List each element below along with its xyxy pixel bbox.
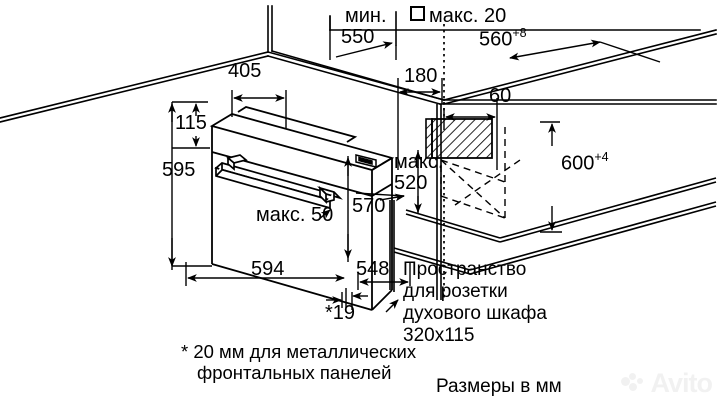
- dim-max-20: макс. 20: [410, 6, 506, 26]
- hidden-edges-dashed: [440, 122, 521, 219]
- socket-space-hatched-area: [425, 118, 493, 159]
- dim-560: 560+8: [479, 26, 527, 51]
- footnote-line-1: * 20 мм для металлических: [181, 341, 417, 362]
- avito-watermark-text: Avito: [650, 368, 713, 398]
- footnote-line-2: фронтальных панелей: [197, 362, 392, 384]
- avito-watermark: Avito: [620, 368, 713, 399]
- dim-600-tolerance: +4: [594, 150, 609, 164]
- avito-logo-icon: [620, 372, 647, 395]
- dim-560-tolerance: +8: [512, 26, 527, 40]
- oven-door-handle: [214, 154, 343, 210]
- dim-max-label: макс.: [394, 151, 444, 173]
- socket-note-line-2: для розетки: [403, 281, 508, 303]
- socket-note-line-3: духового шкафа: [403, 303, 547, 325]
- niche-structure: [389, 104, 717, 300]
- dim-max-50: макс. 50: [256, 204, 334, 226]
- dim-594: 594: [251, 258, 285, 280]
- socket-note-line-1: Пространство: [403, 259, 527, 280]
- dim-520: 520: [394, 172, 428, 194]
- dim-star-19: *19: [325, 302, 356, 324]
- dim-570: 570: [352, 195, 386, 217]
- dim-550: 550: [341, 26, 375, 48]
- dim-115: 115: [175, 112, 207, 134]
- footnote: * 20 мм для металлических фронтальных па…: [181, 341, 416, 384]
- units-note: Размеры в мм: [436, 376, 562, 397]
- dimension-lines: [168, 16, 661, 313]
- dim-548: 548: [356, 258, 390, 280]
- dim-595: 595: [162, 159, 196, 181]
- dim-min-label: мин.: [345, 5, 387, 27]
- dim-60: 60: [489, 85, 512, 107]
- socket-note-line-4: 320x115: [403, 325, 475, 347]
- dim-600: 600+4: [561, 150, 609, 175]
- dim-405: 405: [228, 60, 262, 82]
- dim-180: 180: [404, 65, 438, 87]
- square-symbol-icon: [410, 6, 425, 21]
- socket-space-note: Пространство для розетки духового шкафа …: [403, 259, 547, 347]
- oven-side-control: [355, 154, 377, 168]
